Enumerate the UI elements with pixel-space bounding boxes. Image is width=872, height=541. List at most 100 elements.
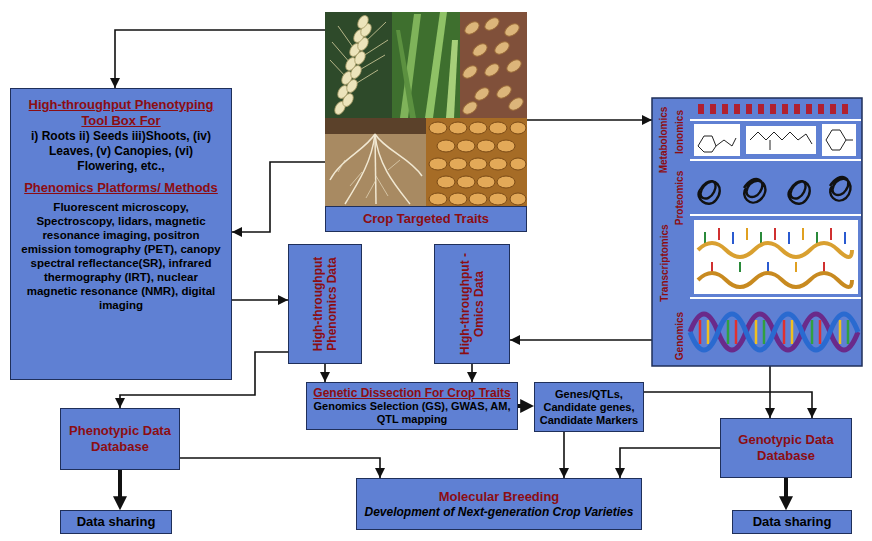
leaf-photo	[396, 30, 416, 118]
wheat-grain-photo	[510, 122, 526, 134]
flow-arrow	[563, 432, 565, 478]
rna-strands	[694, 220, 858, 294]
ion-symbols	[818, 104, 824, 114]
protein-blobs	[830, 177, 851, 201]
dna-helix	[690, 314, 858, 350]
rna-strands	[718, 228, 720, 240]
metabolite-structures	[826, 130, 846, 150]
rna-strands	[795, 262, 797, 272]
wheat-grain-photo	[497, 176, 515, 188]
rice-grain-photo	[460, 12, 527, 118]
ion-symbols	[698, 104, 848, 114]
tool-heading: High-throughput Phenotyping Tool Box For	[18, 97, 224, 129]
wheat-grain-photo	[437, 176, 455, 188]
ion-symbols	[830, 104, 836, 114]
sharing-label: Data sharing	[737, 514, 847, 530]
leaf-photo	[446, 40, 458, 118]
wheat-grain-photo	[449, 158, 467, 170]
ion-symbols	[842, 104, 848, 114]
omics-data-box: High-throughput -Omics Data	[434, 244, 510, 364]
dna-helix	[727, 320, 730, 344]
sharing-box: Data sharing	[60, 510, 172, 534]
protein-blobs	[699, 181, 720, 204]
database-box: Phenotypic Data Database	[60, 408, 180, 470]
wheat-grain-photo	[429, 193, 447, 205]
omics-label: Genomics	[674, 312, 686, 360]
method-list: Genomics Selection (GS), GWAS, AM, QTL m…	[311, 400, 513, 426]
genes-label: Genes/QTLs, Candidate genes, Candidate M…	[539, 388, 639, 427]
wheat-grain-photo	[489, 193, 507, 205]
wheat-grain-photo	[457, 140, 475, 152]
leaf-photo	[425, 12, 447, 118]
dna-helix	[707, 320, 710, 344]
method-list: Fluorescent microscopy, Spectroscopy, li…	[18, 200, 224, 312]
root-photo	[366, 180, 376, 198]
dna-helix	[755, 320, 758, 344]
flow-arrow	[644, 392, 812, 418]
metabolite-structures	[694, 124, 856, 156]
wheat-grain-photo	[449, 193, 467, 205]
wheat-grain-photo	[489, 122, 507, 134]
genes-box: Genes/QTLs, Candidate genes, Candidate M…	[534, 382, 644, 432]
rice-grain-photo	[483, 61, 502, 78]
ion-symbols	[782, 104, 788, 114]
metabolite-structures	[846, 140, 853, 141]
flow-arrow	[232, 299, 288, 301]
dna-helix	[735, 320, 738, 344]
protein-blobs	[789, 181, 810, 204]
rice-grain-photo	[473, 85, 492, 102]
omics-panel: MetabolomicsIonomicsProteomicsTranscript…	[652, 98, 862, 366]
dna-helix	[699, 320, 702, 344]
metabolite-structures	[694, 124, 740, 156]
phenotyping-box: High-throughput Phenotyping Tool Box For…	[10, 88, 232, 380]
wheat-spike-photo	[333, 14, 374, 117]
dna-helix	[763, 320, 766, 344]
database-label: Phenotypic Data Database	[65, 423, 175, 455]
omics-panel-art	[690, 214, 861, 216]
data-label: High-throughput -Omics Data	[458, 251, 486, 357]
metabolite-structures	[698, 136, 716, 152]
rna-strands	[830, 228, 832, 240]
rna-strands	[711, 262, 713, 272]
dna-helix	[690, 314, 858, 350]
rna-strands	[844, 232, 846, 244]
omics-panel-art	[652, 98, 862, 366]
protein-blobs	[744, 179, 765, 203]
wheat-grain-photo	[477, 176, 495, 188]
root-photo	[350, 172, 362, 186]
wheat-grain-photo	[457, 176, 475, 188]
root-photo	[325, 118, 426, 206]
dna-helix	[811, 320, 814, 344]
platform-heading: Phenomics Platforms/ Methods	[18, 180, 224, 196]
traits-box: Crop Targeted Traits	[325, 12, 527, 232]
rice-grain-photo	[461, 99, 480, 116]
ion-symbols	[758, 104, 764, 114]
rna-strands	[774, 228, 776, 240]
leaf-photo	[392, 12, 460, 118]
root-photo	[325, 118, 426, 206]
wheat-grain-photo	[449, 122, 467, 134]
root-photo	[375, 134, 410, 204]
wheat-grain-photo	[469, 193, 487, 205]
root-photo	[375, 134, 422, 176]
database-box: Genotypic Data Database	[720, 418, 852, 478]
root-photo	[330, 134, 422, 204]
dna-helix	[839, 320, 842, 344]
wheat-spike-photo	[325, 12, 392, 118]
wheat-grain-photo	[469, 158, 487, 170]
flow-arrow	[115, 30, 325, 88]
wheat-grain-photo	[429, 122, 526, 205]
wheat-grain-photo	[477, 140, 495, 152]
sharing-box: Data sharing	[732, 510, 852, 534]
breeding-heading: Molecular Breeding	[361, 489, 637, 505]
rice-grain-photo	[471, 41, 490, 58]
metabolite-structures	[770, 140, 771, 150]
rna-strands	[788, 232, 790, 244]
breeding-detail: Development of Next-generation Crop Vari…	[361, 505, 637, 519]
wheat-grain-photo	[437, 140, 455, 152]
flow-arrow	[232, 162, 325, 232]
metabolite-structures	[822, 124, 856, 156]
analysis-box: Genetic Dissection For Crop TraitsGenomi…	[306, 382, 518, 430]
rna-strands	[823, 262, 825, 272]
